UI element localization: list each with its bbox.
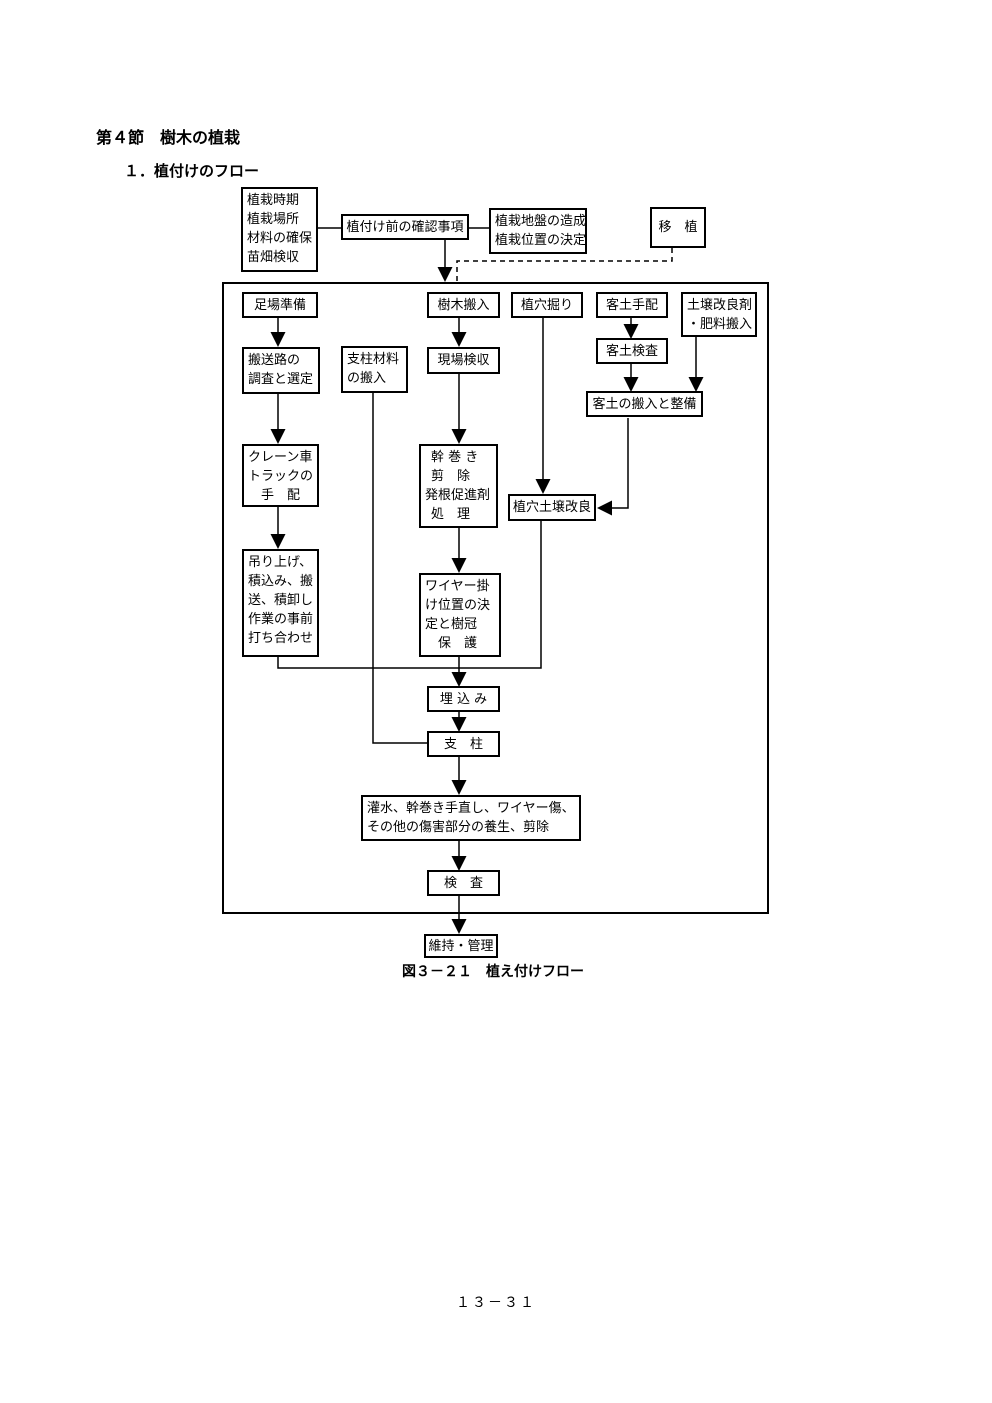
soil-check-box: 客土検査: [596, 338, 668, 364]
prereq-line: 材料の確保: [247, 231, 313, 246]
water-line: 灌水、幹巻き手直し、ワイヤー傷、: [367, 801, 575, 816]
pre-check-box: 植付け前の確認事項: [341, 214, 469, 240]
lift-line: 打ち合わせ: [248, 631, 314, 646]
ground-line: 植栽地盤の造成: [495, 214, 587, 229]
transplant-box: 移 植: [650, 207, 706, 248]
prereq-line: 植栽場所: [247, 212, 300, 227]
lift-line: 積込み、搬: [248, 574, 314, 589]
soil-arrange-box: 客土手配: [596, 292, 668, 318]
amend-line: ・肥料搬入: [687, 317, 753, 332]
support-material-box: 支柱材料 の搬入: [341, 346, 408, 393]
planting-prerequisites-box: 植栽時期 植栽場所 材料の確保 苗畑検収: [241, 187, 318, 272]
crane-line: 手 配: [260, 488, 300, 503]
crane-box: クレーン車 トラックの 手 配: [242, 444, 319, 507]
crane-line: クレーン車: [248, 450, 313, 465]
wire-line: 定と樹冠: [425, 617, 478, 632]
prereq-line: 苗畑検収: [247, 250, 300, 265]
trunk-line: 処 理: [431, 507, 471, 522]
soil-in-box: 客土の搬入と整備: [586, 391, 703, 417]
lift-line: 吊り上げ、: [248, 555, 313, 570]
amend-line: 土壌改良剤: [687, 298, 753, 313]
trunk-wrap-box: 幹 巻 き 剪 除 発根促進剤 処 理: [419, 444, 498, 528]
route-line: 搬送路の: [248, 353, 301, 368]
wire-line: け位置の決: [425, 598, 491, 613]
route-line: 調査と選定: [248, 372, 314, 387]
wire-line: 保 護: [425, 636, 478, 651]
lift-line: 作業の事前: [248, 612, 314, 627]
hole-improve-box: 植穴土壌改良: [508, 494, 596, 521]
maintain-box: 維持・管理: [424, 934, 498, 958]
watering-box: 灌水、幹巻き手直し、ワイヤー傷、 その他の傷害部分の養生、剪除: [361, 795, 581, 841]
support-mat-line: の搬入: [347, 371, 387, 386]
soil-amend-box: 土壌改良剤 ・肥料搬入: [681, 292, 757, 337]
support-box: 支 柱: [427, 731, 500, 757]
bury-box: 埋 込 み: [427, 686, 500, 712]
ground-prep-box: 植栽地盤の造成 植栽位置の決定: [489, 208, 587, 254]
route-box: 搬送路の 調査と選定: [242, 347, 320, 394]
sub-title: １．植付けのフロー: [124, 162, 260, 180]
trunk-line: 発根促進剤: [425, 488, 491, 503]
page-number: １３－３１: [456, 1295, 536, 1311]
ground-line: 植栽位置の決定: [495, 233, 587, 248]
section-title: 第４節 樹木の植栽: [96, 128, 241, 147]
trunk-line: 剪 除: [431, 469, 471, 484]
lift-box: 吊り上げ、 積込み、搬 送、積卸し 作業の事前 打ち合わせ: [242, 549, 319, 657]
figure-caption: 図３－２１ 植え付けフロー: [402, 964, 584, 980]
lift-line: 送、積卸し: [248, 593, 314, 608]
prereq-line: 植栽時期: [247, 193, 300, 208]
scaffold-box: 足場準備: [242, 292, 318, 318]
water-line: その他の傷害部分の養生、剪除: [367, 820, 550, 835]
hole-dig-box: 植穴掘り: [511, 292, 583, 318]
wire-box: ワイヤー掛 け位置の決 定と樹冠 保 護: [419, 573, 501, 657]
inspect-box: 検 査: [427, 870, 500, 896]
crane-line: トラックの: [248, 469, 314, 484]
site-check-box: 現場検収: [427, 347, 500, 374]
trunk-line: 幹 巻 き: [431, 450, 479, 465]
tree-delivery-box: 樹木搬入: [427, 292, 500, 318]
wire-line: ワイヤー掛: [425, 579, 490, 594]
support-mat-line: 支柱材料: [347, 352, 400, 367]
flow-frame: [222, 282, 769, 914]
